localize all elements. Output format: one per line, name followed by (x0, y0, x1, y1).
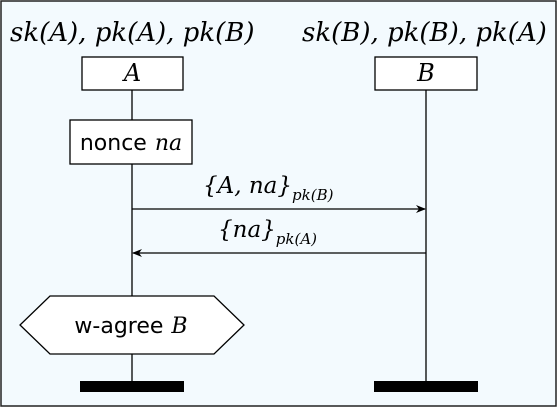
participant-name-b: B (416, 59, 435, 87)
claim-hexagon (19, 295, 245, 355)
termination-bar-a (80, 381, 184, 392)
termination-bar-b (374, 381, 478, 392)
message-2-label: {na}pk(A) (218, 217, 317, 248)
message-1-label: {A, na}pk(B) (203, 173, 334, 204)
knowledge-label-a: sk(A), pk(A), pk(B) (10, 18, 254, 48)
participant-name-a: A (122, 59, 141, 87)
participant-box-a (81, 56, 184, 91)
knowledge-label-b: sk(B), pk(B), pk(A) (302, 18, 547, 48)
nonce-action-box (69, 119, 193, 165)
